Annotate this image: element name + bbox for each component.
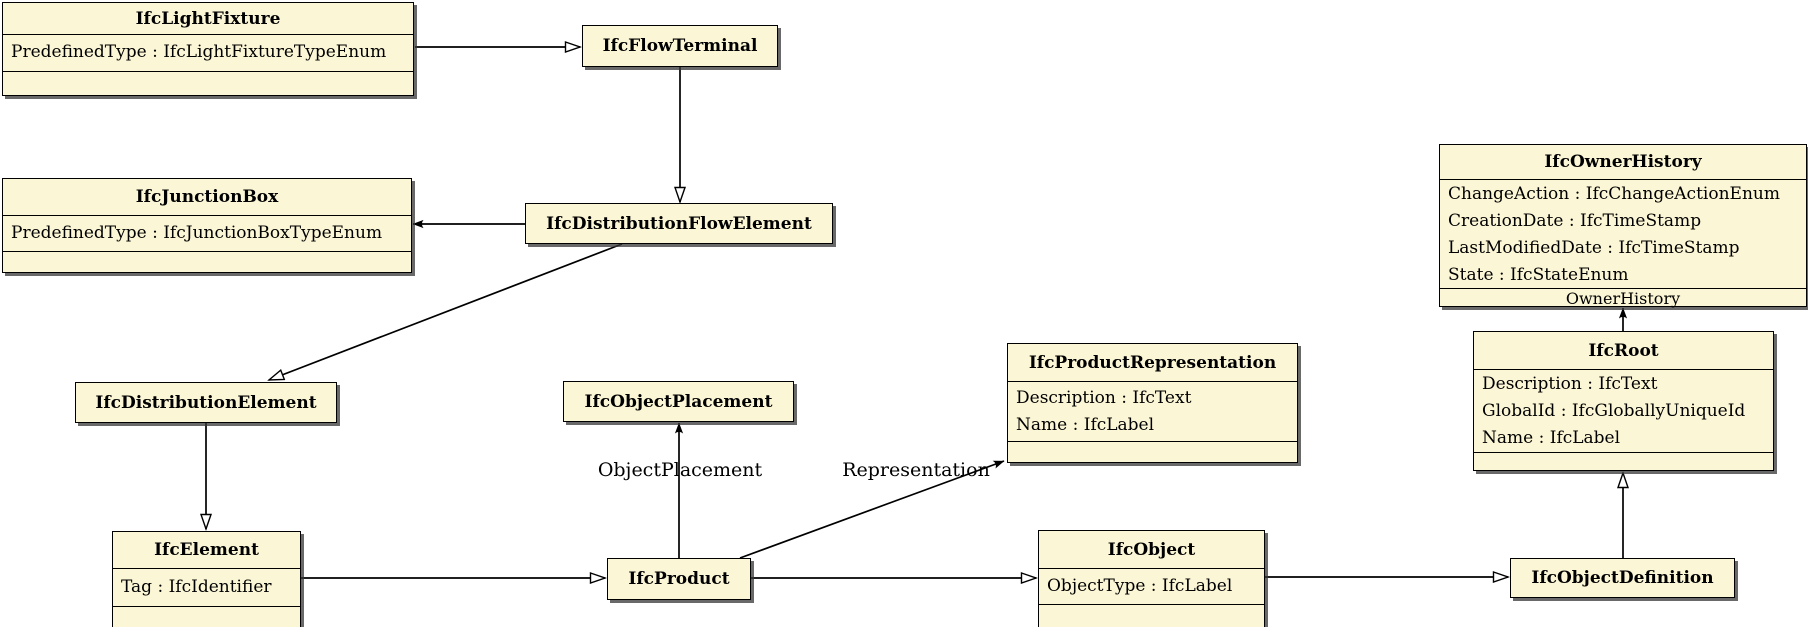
attribute-line: Description : IfcText bbox=[1482, 374, 1658, 394]
class-box-ifcproduct: IfcProduct bbox=[607, 558, 751, 600]
class-attributes: Description : IfcText GlobalId : IfcGlob… bbox=[1474, 369, 1773, 452]
class-title: IfcJunctionBox bbox=[135, 187, 279, 207]
class-title: IfcProduct bbox=[628, 569, 730, 589]
class-title: IfcElement bbox=[154, 540, 259, 560]
class-box-ifcjunctionbox: IfcJunctionBox PredefinedType : IfcJunct… bbox=[2, 178, 412, 273]
attribute-line: ChangeAction : IfcChangeActionEnum bbox=[1448, 184, 1780, 204]
class-box-ifcelement: IfcElement Tag : IfcIdentifier bbox=[112, 531, 301, 627]
class-box-ifcflowterminal: IfcFlowTerminal bbox=[582, 25, 778, 67]
attribute-line: LastModifiedDate : IfcTimeStamp bbox=[1448, 238, 1740, 258]
empty-compartment bbox=[113, 606, 300, 627]
class-box-ifcdistributionelement: IfcDistributionElement bbox=[75, 382, 337, 423]
class-title: IfcOwnerHistory bbox=[1544, 152, 1702, 172]
attribute-line: State : IfcStateEnum bbox=[1448, 265, 1629, 285]
attribute-line: Description : IfcText bbox=[1016, 388, 1192, 408]
empty-compartment bbox=[1039, 604, 1264, 627]
empty-compartment bbox=[1474, 452, 1773, 470]
class-box-ifcroot: IfcRoot Description : IfcText GlobalId :… bbox=[1473, 331, 1774, 471]
class-attributes: PredefinedType : IfcJunctionBoxTypeEnum bbox=[3, 215, 411, 251]
class-title: IfcProductRepresentation bbox=[1028, 352, 1277, 373]
edge-product-to-productrepresentation bbox=[739, 460, 1005, 559]
attribute-line: Name : IfcLabel bbox=[1482, 428, 1621, 448]
attribute-line: Tag : IfcIdentifier bbox=[121, 577, 272, 597]
attribute-line: ObjectType : IfcLabel bbox=[1047, 576, 1233, 596]
edge-distributionflowelement-to-distributionelement bbox=[269, 243, 623, 381]
class-box-ifcownerhistory: IfcOwnerHistory ChangeAction : IfcChange… bbox=[1439, 144, 1807, 308]
class-box-ifclightfixture: IfcLightFixture PredefinedType : IfcLigh… bbox=[2, 2, 414, 96]
attribute-line: PredefinedType : IfcLightFixtureTypeEnum bbox=[11, 42, 387, 62]
class-title: IfcObject bbox=[1107, 539, 1196, 560]
class-box-ifcobjectplacement: IfcObjectPlacement bbox=[563, 381, 794, 422]
class-title: IfcDistributionElement bbox=[95, 392, 317, 413]
class-box-ifcproductrepresentation: IfcProductRepresentation Description : I… bbox=[1007, 343, 1298, 463]
class-box-ifcobjectdefinition: IfcObjectDefinition bbox=[1510, 558, 1735, 598]
attribute-line: Name : IfcLabel bbox=[1016, 415, 1155, 435]
class-attributes: Description : IfcText Name : IfcLabel bbox=[1008, 381, 1297, 441]
class-attributes: ChangeAction : IfcChangeActionEnum Creat… bbox=[1440, 179, 1806, 288]
class-title: IfcLightFixture bbox=[135, 8, 281, 29]
class-attributes: PredefinedType : IfcLightFixtureTypeEnum bbox=[3, 34, 413, 71]
class-attributes: Tag : IfcIdentifier bbox=[113, 568, 300, 606]
empty-compartment bbox=[3, 71, 413, 95]
class-title: IfcObjectPlacement bbox=[584, 391, 773, 412]
attribute-line: PredefinedType : IfcJunctionBoxTypeEnum bbox=[11, 223, 383, 243]
empty-compartment bbox=[3, 251, 411, 272]
class-title: IfcDistributionFlowElement bbox=[546, 213, 812, 234]
attribute-line: CreationDate : IfcTimeStamp bbox=[1448, 211, 1702, 231]
class-box-ifcobject: IfcObject ObjectType : IfcLabel bbox=[1038, 530, 1265, 627]
class-title: IfcObjectDefinition bbox=[1531, 568, 1714, 588]
class-title: IfcFlowTerminal bbox=[602, 36, 758, 56]
class-title: IfcRoot bbox=[1588, 340, 1659, 361]
attribute-line: GlobalId : IfcGloballyUniqueId bbox=[1482, 401, 1746, 421]
empty-compartment bbox=[1008, 441, 1297, 462]
class-attributes: ObjectType : IfcLabel bbox=[1039, 568, 1264, 604]
class-box-ifcdistributionflowelement: IfcDistributionFlowElement bbox=[525, 203, 833, 244]
ownerhistory-compartment-label: OwnerHistory bbox=[1440, 288, 1806, 308]
